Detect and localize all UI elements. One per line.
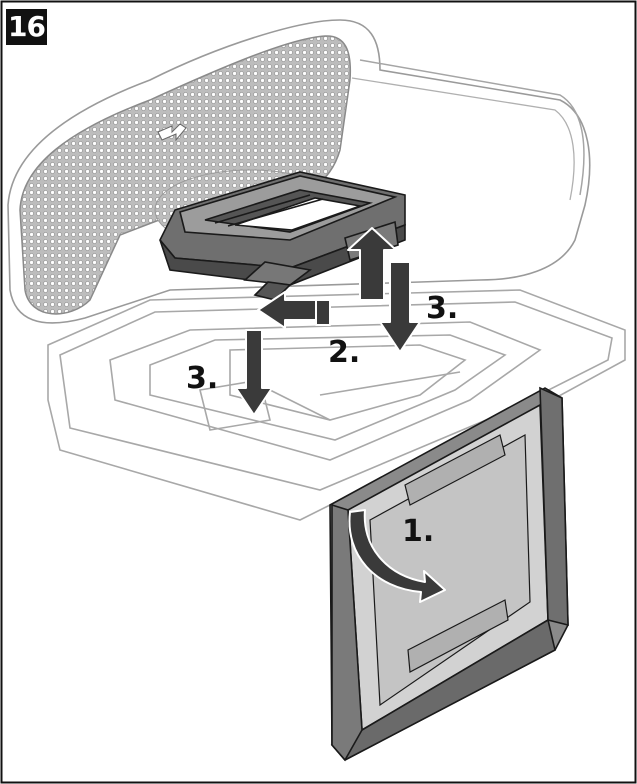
arrow-step3-right-up (347, 227, 397, 301)
step2-label: 2. (328, 335, 360, 370)
step1-label: 1. (402, 514, 434, 549)
arrow-step3-left-down (235, 329, 273, 416)
step3-left-label: 3. (186, 361, 218, 396)
step3-right-label: 3. (426, 291, 458, 326)
housing (7, 19, 591, 324)
arrow-step3-right-down (379, 261, 421, 353)
filter-cover (329, 386, 569, 762)
arrows (235, 227, 421, 416)
mesh-panel (19, 35, 352, 315)
step-number-badge: 16 (6, 9, 47, 45)
arrow-step1 (348, 509, 446, 603)
arrow-step2 (257, 291, 319, 329)
filter-insert (159, 171, 406, 301)
brand-logo-icon (157, 123, 187, 142)
